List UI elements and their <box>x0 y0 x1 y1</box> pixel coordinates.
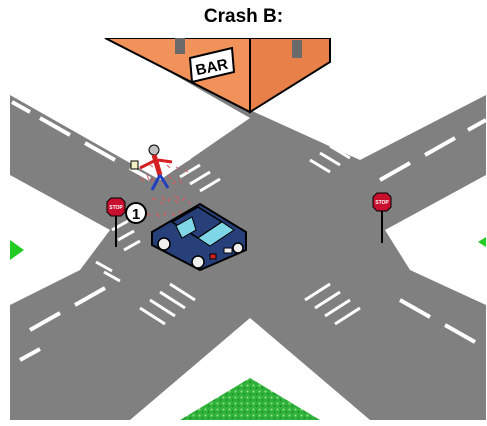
impact-scatter <box>139 163 192 227</box>
corner-left <box>10 175 110 305</box>
corner-right <box>385 175 486 305</box>
lane-markings <box>11 100 486 362</box>
stop-sign-right: STOP <box>372 192 392 243</box>
svg-text:STOP: STOP <box>109 205 123 211</box>
corner-bottom <box>130 318 370 420</box>
grass-patch <box>180 378 320 420</box>
stop-sign-left: STOP <box>106 197 126 247</box>
left-arrow-icon <box>10 240 24 260</box>
pedestrian-figure <box>130 144 173 191</box>
corner-top-left <box>10 38 250 180</box>
svg-text:STOP: STOP <box>375 200 389 206</box>
crash-title: Crash B: <box>203 6 284 27</box>
svg-text:BAR: BAR <box>194 56 229 79</box>
car <box>151 202 247 272</box>
crosswalks <box>95 130 371 326</box>
svg-text:1: 1 <box>132 206 140 223</box>
bar-sign: BAR <box>188 46 236 84</box>
vehicle-marker: 1 <box>125 202 147 224</box>
right-arrow-icon <box>478 237 486 247</box>
